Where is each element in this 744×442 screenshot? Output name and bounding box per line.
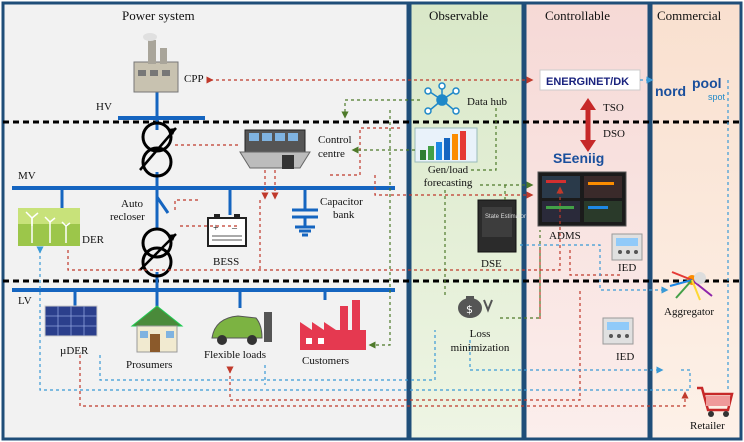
- forecasting-chart-icon: [414, 127, 478, 163]
- prosumer-house-icon: [130, 305, 184, 353]
- label-flexible-loads: Flexible loads: [204, 349, 267, 361]
- adms-screens-icon: [537, 171, 627, 227]
- label-ied-mv: IED: [618, 262, 637, 274]
- label-bess: BESS: [213, 256, 240, 268]
- auto-recloser-switch-icon: [155, 196, 170, 214]
- dse-screen-text: State Estimator: [485, 214, 526, 220]
- customers-factory-icon: [300, 300, 366, 350]
- svg-text:nord: nord: [655, 83, 686, 99]
- green-links: [341, 99, 541, 349]
- label-retailer: Retailer: [690, 420, 725, 432]
- section-commercial: [649, 1, 743, 441]
- label-mv: MV: [18, 170, 36, 182]
- label-prosumers: Prosumers: [126, 359, 173, 371]
- label-ied-lv: IED: [616, 351, 635, 363]
- label-micro-der: µDER: [60, 345, 89, 357]
- ied-lv-icon: [602, 317, 634, 345]
- transformer-hv-mv-icon: [139, 121, 177, 178]
- label-auto-recloser-2: recloser: [110, 211, 145, 223]
- header-controllable: Controllable: [545, 8, 610, 23]
- micro-der-solar-icon: [44, 305, 98, 337]
- dse-server-icon: [477, 199, 517, 253]
- header-observable: Observable: [429, 8, 489, 23]
- blue-links: [36, 76, 729, 391]
- feeders: [60, 92, 327, 310]
- svg-text:spot: spot: [708, 92, 726, 102]
- svg-text:ENERGINET/DK: ENERGINET/DK: [546, 76, 629, 88]
- label-capacitor-bank-1: Capacitor: [320, 196, 363, 208]
- der-windfarm-icon: [18, 208, 80, 246]
- transformer-mv-lv-icon: [139, 227, 177, 278]
- svg-text:$: $: [466, 303, 473, 316]
- label-control-centre-2: centre: [318, 148, 345, 160]
- label-adms: ADMS: [549, 230, 581, 242]
- bess-battery-icon: + –: [207, 214, 247, 247]
- label-der: DER: [82, 234, 104, 246]
- label-loss-1: Loss: [469, 328, 491, 340]
- label-capacitor-bank-2: bank: [333, 209, 355, 221]
- nordpool-logo: nord pool spot: [655, 75, 726, 102]
- aggregator-icon: [669, 271, 713, 301]
- label-loss-2: minimization: [450, 342, 510, 354]
- label-cpp: CPP: [184, 73, 204, 85]
- red-links: [67, 76, 689, 407]
- label-aggregator: Aggregator: [664, 306, 715, 318]
- header-power-system: Power system: [122, 8, 195, 23]
- cpp-plant-icon: [133, 33, 179, 93]
- tso-dso-arrow: [580, 98, 596, 152]
- retailer-cart-icon: [697, 386, 734, 417]
- label-customers: Customers: [302, 355, 350, 367]
- flexible-load-ev-icon: [211, 312, 272, 345]
- capacitor-bank-icon: [292, 208, 318, 237]
- label-tso: TSO: [603, 102, 624, 114]
- energinet-logo: ENERGINET/DK: [539, 69, 641, 91]
- seniig-logo: SEeniig: [553, 150, 604, 166]
- data-hub-icon: [424, 82, 460, 115]
- label-dso: DSO: [603, 128, 626, 140]
- control-centre-icon: [239, 129, 311, 169]
- header-commercial: Commercial: [657, 8, 722, 23]
- svg-text:pool: pool: [692, 75, 722, 91]
- label-gen-load-2: forecasting: [423, 177, 473, 189]
- label-lv: LV: [18, 295, 32, 307]
- label-auto-recloser-1: Auto: [121, 198, 143, 210]
- loss-minimization-icon: $: [458, 296, 493, 318]
- label-dse: DSE: [481, 258, 502, 270]
- svg-text:+: +: [213, 223, 219, 234]
- svg-text:–: –: [231, 223, 238, 234]
- label-control-centre-1: Control: [318, 134, 352, 146]
- ied-mv-icon: [611, 233, 643, 261]
- svg-text:SEeniig: SEeniig: [553, 150, 604, 166]
- label-data-hub: Data hub: [467, 96, 508, 108]
- label-hv: HV: [96, 101, 112, 113]
- label-gen-load-1: Gen/load: [427, 164, 469, 176]
